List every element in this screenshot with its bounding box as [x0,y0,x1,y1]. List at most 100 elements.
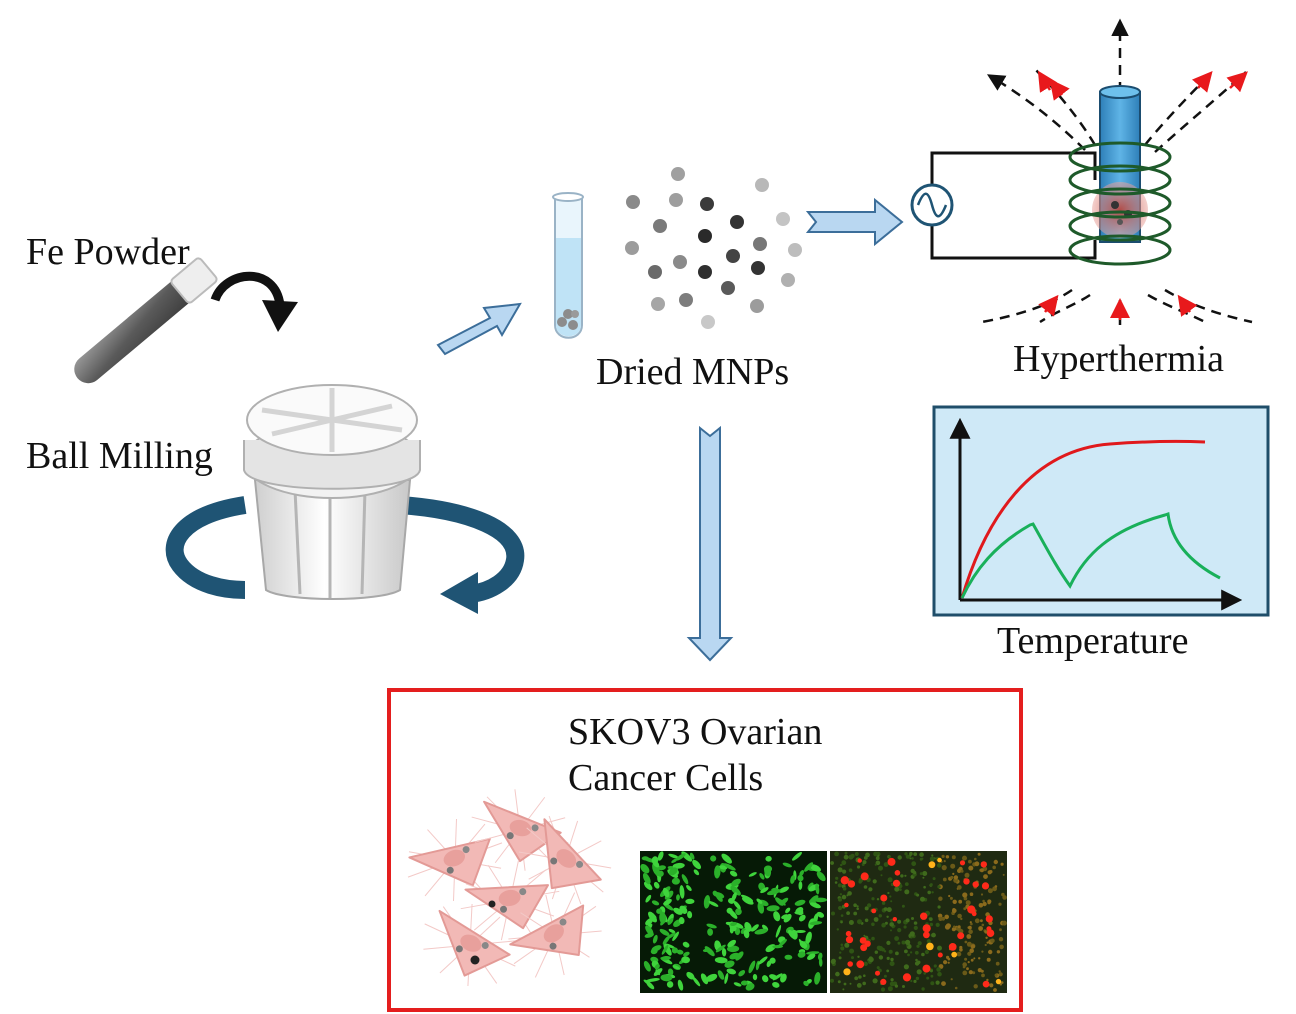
background-cell [874,950,878,954]
dead-cell [845,936,854,944]
background-cell [847,891,852,896]
background-cell [949,896,953,900]
live-cell [807,953,816,960]
live-cell [645,894,652,903]
live-cell [797,874,804,882]
live-cell [765,855,772,862]
background-cell [863,885,868,889]
background-cell [1002,895,1007,900]
background-cell [837,867,843,873]
live-cell [816,911,825,918]
live-cell [752,974,758,981]
background-cell [957,913,962,919]
live-cell [785,907,791,914]
live-cell [704,946,715,957]
live-cell [693,869,700,876]
background-cell [948,894,951,898]
live-cell [773,911,781,922]
background-cell [831,911,835,916]
background-cell [978,903,984,908]
background-cell [872,879,877,884]
live-cell [702,948,710,953]
live-cell [809,921,823,926]
live-cell [748,960,756,974]
background-cell [973,984,978,989]
fe-powder-label: Fe Powder [26,231,190,273]
live-cell [655,969,661,976]
background-cell [863,974,866,977]
live-cell [651,945,662,952]
live-cell [781,914,789,919]
dead-cell [937,952,943,958]
background-cell [929,856,935,862]
background-cell [986,978,989,982]
background-cell [980,919,983,923]
background-cell [980,893,984,896]
live-cell [664,943,676,949]
background-cell [978,957,981,960]
mnp-test-tube-icon [552,192,584,339]
live-cell [729,870,738,877]
background-cell [994,973,998,977]
background-cell [973,957,976,960]
dead-cell [860,944,868,952]
background-cell [854,976,859,981]
background-cell [839,951,842,954]
background-cell [987,899,992,904]
background-cell [957,925,961,929]
background-cell [964,872,970,878]
background-cell [913,852,918,856]
background-cell [835,971,840,977]
background-cell [880,987,886,992]
background-cell [830,959,836,965]
live-cell [726,968,737,975]
cell-icon [471,789,569,871]
background-cell [985,936,988,939]
background-cell [895,951,899,956]
background-cell [848,920,854,925]
mnp-particle [698,229,712,243]
live-cell [675,853,686,861]
live-cell [740,894,754,902]
live-cell [672,931,680,942]
background-cell [916,944,920,948]
background-cell [909,851,913,856]
dried-mnps-label: Dried MNPs [596,351,790,393]
background-cell [842,869,847,874]
live-cell [657,865,666,871]
background-cell [841,894,847,900]
live-cell [798,881,803,890]
live-cell [672,965,681,970]
background-cell [886,956,890,961]
background-cell [889,922,894,927]
dead-cell [922,924,931,933]
background-cell [880,874,883,877]
live-cell [778,886,789,893]
dead-cell [844,902,849,908]
live-cell [731,878,741,887]
background-cell [883,974,887,978]
background-cell [931,854,934,857]
background-cell [968,970,973,975]
background-cell [990,938,995,943]
background-cell [878,955,884,960]
live-cell [700,973,709,985]
background-cell [853,903,857,907]
background-cell [919,872,923,876]
live-cell [689,852,695,860]
live-cell [681,874,689,885]
live-cell [809,895,819,904]
background-cell [840,921,843,924]
live-cell [678,917,685,925]
background-cell [968,859,972,864]
live-cell [648,911,657,923]
particle-in-cell [488,900,496,908]
mnp-particle [700,197,714,211]
background-cell [883,862,889,867]
mnp-particle [721,281,735,295]
dead-cell [922,964,931,973]
cell-icon [423,903,517,987]
background-cell [863,961,868,966]
background-cell [969,892,974,896]
